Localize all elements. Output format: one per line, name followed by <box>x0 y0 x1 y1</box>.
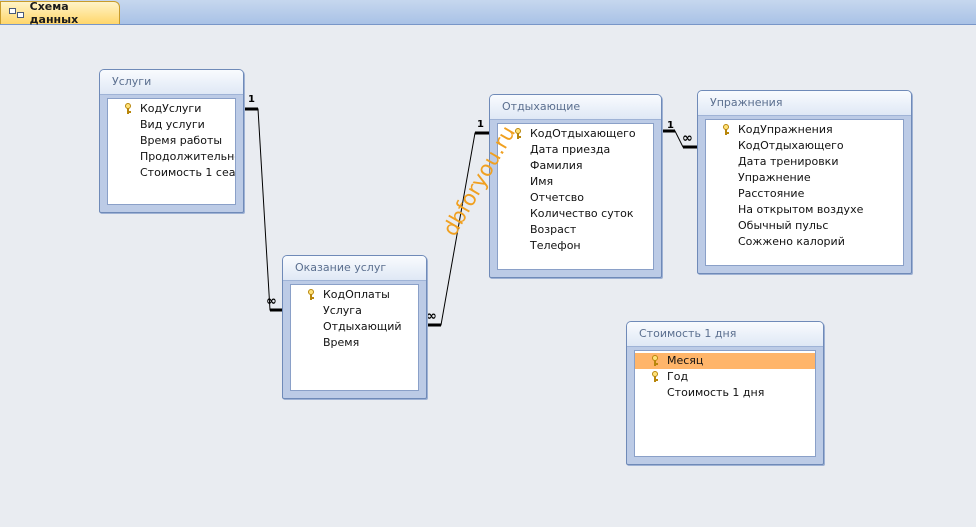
table-otdyhayushchie[interactable]: Отдыхающие КодОтдыхающего Дата приезда Ф… <box>489 94 662 278</box>
field-name: Время работы <box>140 134 223 147</box>
field-list[interactable]: КодОтдыхающего Дата приезда Фамилия Имя … <box>497 123 654 270</box>
field-name: Дата тренировки <box>738 155 839 168</box>
field-name: Услуга <box>323 304 362 317</box>
field-row[interactable]: Дата приезда <box>498 142 653 158</box>
field-name: Обычный пульс <box>738 219 829 232</box>
table-okazanie-uslug[interactable]: Оказание услуг КодОплаты Услуга Отдыхающ… <box>282 255 427 399</box>
field-name: Стоимость 1 сеанса <box>140 166 236 179</box>
field-row[interactable]: КодОтдыхающего <box>706 138 903 154</box>
field-row[interactable]: Отдыхающий <box>291 319 418 335</box>
relationship-line-uslugi-okazanie <box>244 108 283 311</box>
field-row[interactable]: Продолжительность <box>108 149 235 165</box>
one-marker: 1 <box>667 120 674 131</box>
field-name: Имя <box>530 175 554 188</box>
table-title[interactable]: Стоимость 1 дня <box>627 322 823 347</box>
tab-label: Схема данных <box>29 0 79 26</box>
field-row[interactable]: Время работы <box>108 133 235 149</box>
table-title[interactable]: Упражнения <box>698 91 911 116</box>
field-row[interactable]: Сожжено калорий <box>706 234 903 250</box>
field-name: КодОтдыхающего <box>530 127 636 140</box>
field-row[interactable]: Услуга <box>291 303 418 319</box>
relationships-icon <box>9 7 25 19</box>
field-row[interactable]: Стоимость 1 сеанса <box>108 165 235 181</box>
field-row[interactable]: Расстояние <box>706 186 903 202</box>
field-name: КодОплаты <box>323 288 390 301</box>
field-list[interactable]: КодУпражнения КодОтдыхающего Дата тренир… <box>705 119 904 266</box>
field-name: Отдыхающий <box>323 320 402 333</box>
primary-key-icon <box>514 128 523 140</box>
many-marker: ∞ <box>426 309 437 324</box>
table-title[interactable]: Услуги <box>100 70 243 95</box>
field-name: Месяц <box>667 354 704 367</box>
field-row[interactable]: КодУслуги <box>108 101 235 117</box>
field-row[interactable]: Имя <box>498 174 653 190</box>
primary-key-icon <box>651 371 660 383</box>
field-name: Телефон <box>530 239 581 252</box>
tab-data-schema[interactable]: Схема данных <box>0 0 120 26</box>
one-marker: 1 <box>248 94 255 105</box>
field-list[interactable]: Месяц Год Стоимость 1 дня <box>634 350 816 457</box>
field-row[interactable]: Год <box>635 369 815 385</box>
primary-key-icon <box>307 289 316 301</box>
field-name: Дата приезда <box>530 143 611 156</box>
field-name: КодУпражнения <box>738 123 833 136</box>
field-name: Расстояние <box>738 187 805 200</box>
table-stoimost-1-dnya[interactable]: Стоимость 1 дня Месяц Год Стоимость 1 дн… <box>626 321 824 465</box>
field-row[interactable]: Дата тренировки <box>706 154 903 170</box>
field-name: Возраст <box>530 223 577 236</box>
one-marker: 1 <box>477 119 484 130</box>
field-name: Фамилия <box>530 159 583 172</box>
field-row[interactable]: Отчетсво <box>498 190 653 206</box>
field-name: Количество суток <box>530 207 634 220</box>
field-row[interactable]: Телефон <box>498 238 653 254</box>
field-name: Вид услуги <box>140 118 205 131</box>
field-row[interactable]: Вид услуги <box>108 117 235 133</box>
table-title[interactable]: Отдыхающие <box>490 95 661 120</box>
field-row[interactable]: Фамилия <box>498 158 653 174</box>
many-marker: ∞ <box>682 131 693 146</box>
field-row[interactable]: Количество суток <box>498 206 653 222</box>
table-uprazhneniya[interactable]: Упражнения КодУпражнения КодОтдыхающего … <box>697 90 912 274</box>
field-row[interactable]: Стоимость 1 дня <box>635 385 815 401</box>
field-list[interactable]: КодУслуги Вид услуги Время работы Продол… <box>107 98 236 205</box>
primary-key-icon <box>124 103 133 115</box>
document-tab-bar: Схема данных <box>0 0 976 26</box>
field-name: Отчетсво <box>530 191 585 204</box>
field-name: Сожжено калорий <box>738 235 845 248</box>
field-name: КодУслуги <box>140 102 202 115</box>
field-row[interactable]: КодОплаты <box>291 287 418 303</box>
many-marker: ∞ <box>266 294 277 309</box>
field-name: Время <box>323 336 360 349</box>
field-list[interactable]: КодОплаты Услуга Отдыхающий Время <box>290 284 419 391</box>
field-row[interactable]: КодУпражнения <box>706 122 903 138</box>
table-uslugi[interactable]: Услуги КодУслуги Вид услуги Время работы… <box>99 69 244 213</box>
table-title[interactable]: Оказание услуг <box>283 256 426 281</box>
field-row[interactable]: Возраст <box>498 222 653 238</box>
field-name: Стоимость 1 дня <box>667 386 765 399</box>
field-name: Продолжительность <box>140 150 235 163</box>
primary-key-icon <box>722 124 731 136</box>
primary-key-icon <box>651 355 660 367</box>
field-name: КодОтдыхающего <box>738 139 844 152</box>
field-row[interactable]: КодОтдыхающего <box>498 126 653 142</box>
field-row-selected[interactable]: Месяц <box>635 353 815 369</box>
field-name: Год <box>667 370 689 383</box>
field-row[interactable]: Упражнение <box>706 170 903 186</box>
field-row[interactable]: На открытом воздухе <box>706 202 903 218</box>
field-name: Упражнение <box>738 171 811 184</box>
field-row[interactable]: Обычный пульс <box>706 218 903 234</box>
field-row[interactable]: Время <box>291 335 418 351</box>
field-name: На открытом воздухе <box>738 203 864 216</box>
